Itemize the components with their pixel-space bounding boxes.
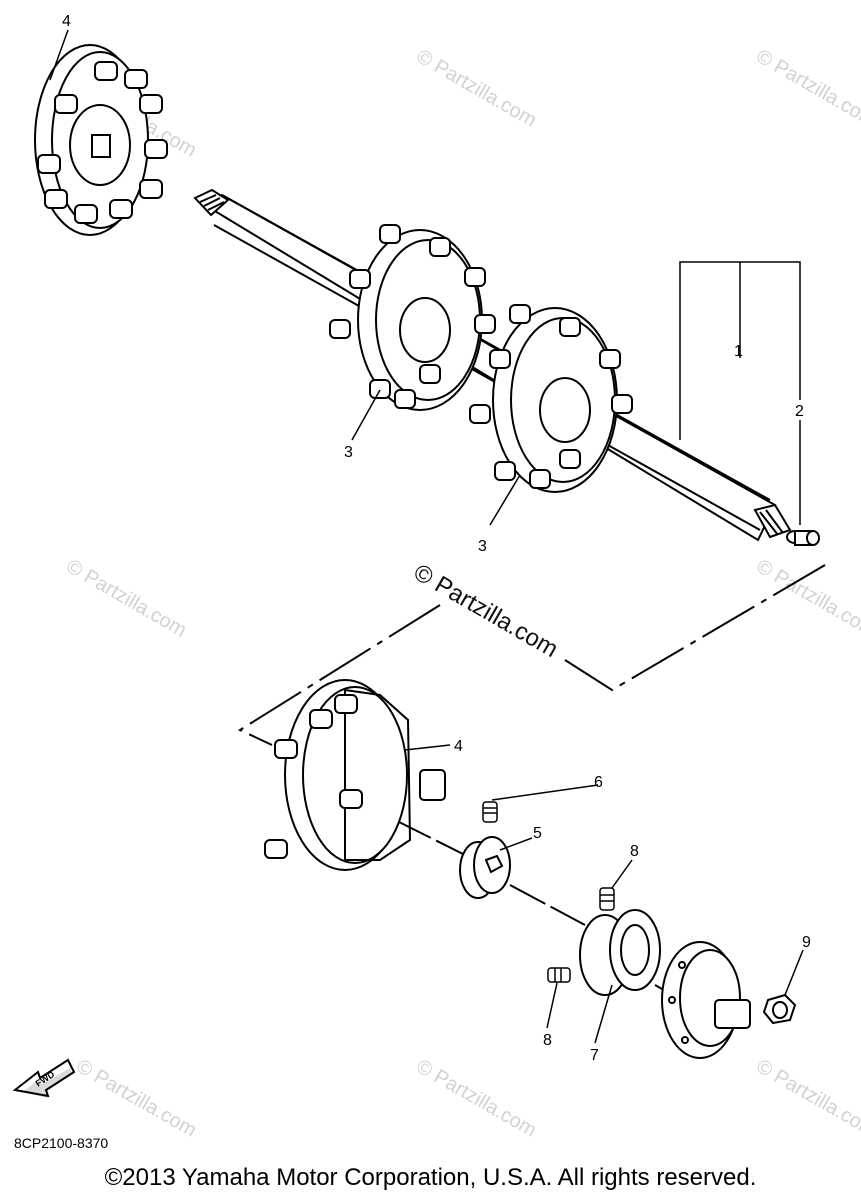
- shaft-plug: [786, 530, 820, 546]
- callout-8a: 8: [630, 843, 639, 860]
- diagram-code: 8CP2100-8370: [14, 1135, 109, 1151]
- upper-drive-wheel: [34, 44, 168, 236]
- leader-lines: [49, 29, 804, 1044]
- watermark-text: © Partzilla.com: [63, 555, 191, 641]
- callout-3a: 3: [344, 444, 353, 461]
- sprocket-left: [329, 224, 496, 411]
- nut: [762, 993, 797, 1025]
- callouts: 4 1 2 3 3 4 6 5 8 9 8 7: [62, 13, 811, 1064]
- fwd-arrow-icon: FWD: [12, 1058, 76, 1098]
- set-screw-top: [482, 801, 498, 823]
- callout-4a: 4: [62, 13, 71, 30]
- watermark-text: © Partzilla.com: [753, 1055, 861, 1141]
- callout-5: 5: [533, 825, 542, 842]
- sprocket-right: [469, 304, 633, 493]
- callout-6: 6: [594, 774, 603, 791]
- callout-4b: 4: [454, 738, 463, 755]
- assembly-lines: [237, 564, 826, 1006]
- callout-3b: 3: [478, 538, 487, 555]
- copyright-notice: ©2013 Yamaha Motor Corporation, U.S.A. A…: [104, 1164, 757, 1191]
- set-screw-lower: [547, 967, 571, 983]
- watermark-text: © Partzilla.com: [73, 1055, 201, 1141]
- bearing: [579, 909, 661, 996]
- watermark-text: © Partzilla.com: [753, 555, 861, 641]
- set-screw-right: [599, 887, 615, 911]
- watermark-text: © Partzilla.com: [413, 1055, 541, 1141]
- flange-hub: [661, 941, 751, 1059]
- lower-drive-wheel: [264, 679, 446, 871]
- watermark-text: © Partzilla.com: [753, 45, 861, 131]
- callout-1: 1: [734, 343, 743, 360]
- callout-8b: 8: [543, 1032, 552, 1049]
- callout-2: 2: [795, 403, 804, 420]
- callout-7: 7: [590, 1047, 599, 1064]
- watermark-text: © Partzilla.com: [413, 45, 541, 131]
- collar: [459, 836, 511, 899]
- callout-9: 9: [802, 934, 811, 951]
